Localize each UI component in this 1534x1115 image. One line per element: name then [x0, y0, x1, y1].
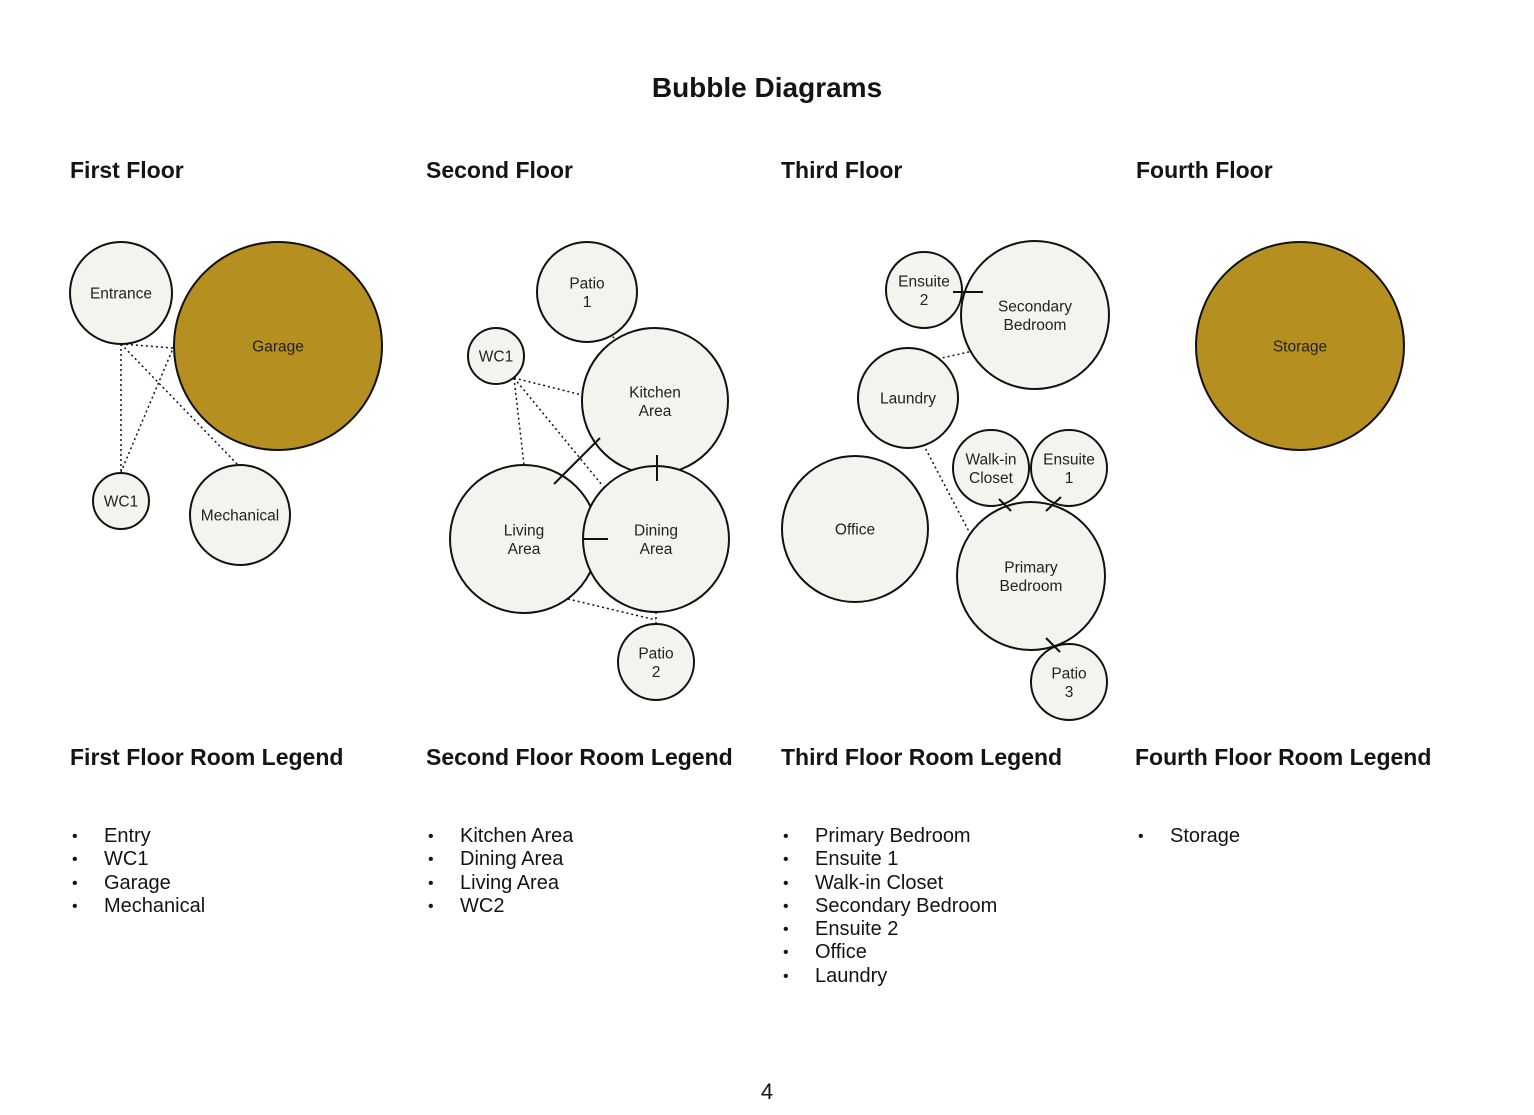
relation-line-dotted — [120, 345, 175, 473]
bubble-ensuite-2 — [885, 251, 963, 329]
bubble-label-wc1: WC1 — [479, 349, 513, 366]
adjacency-tick — [998, 498, 1012, 512]
bubble-label-ensuite-1: 1 — [1065, 470, 1074, 487]
legend-item: Ensuite 2 — [781, 918, 997, 942]
bubble-label-entrance: Entrance — [90, 286, 152, 303]
bubble-label-ensuite-2: 2 — [920, 292, 929, 309]
legend-item: Living Area — [426, 872, 573, 896]
second-floor-heading: Second Floor — [426, 157, 573, 183]
bubble-walk-in-closet — [952, 429, 1030, 507]
bubble-label-office: Office — [835, 522, 875, 539]
third-floor-legend-heading: Third Floor Room Legend — [781, 744, 1063, 770]
first-floor-heading: First Floor — [70, 157, 184, 183]
legend-item: Garage — [70, 872, 205, 896]
legend-item: Mechanical — [70, 895, 205, 919]
fourth-floor-legend: Storage — [1136, 825, 1240, 849]
bubble-storage — [1195, 241, 1405, 451]
bubble-label-laundry: Laundry — [880, 391, 936, 408]
floor-2-bubbles: Patio1WC1KitchenAreaLivingAreaDiningArea… — [449, 241, 730, 701]
bubble-label-living-area: Area — [508, 541, 541, 558]
bubble-label-patio-2: 2 — [652, 664, 661, 681]
bubble-label-secondary-bedroom: Secondary — [998, 298, 1072, 315]
relation-line-dotted — [120, 343, 174, 349]
bubble-label-ensuite-1: Ensuite — [1043, 451, 1095, 468]
bubble-label-patio-3: Patio — [1051, 665, 1086, 682]
legend-item: Primary Bedroom — [781, 825, 997, 849]
bubble-label-patio-1: 1 — [583, 294, 592, 311]
bubble-laundry — [857, 347, 959, 449]
bubble-label-storage: Storage — [1273, 339, 1327, 356]
relation-line-dotted — [513, 377, 583, 396]
relation-line-dotted — [120, 343, 239, 466]
bubble-label-patio-1: Patio — [569, 275, 604, 292]
adjacency-tick — [553, 437, 601, 485]
bubble-label-dining-area: Area — [640, 541, 673, 558]
bubble-secondary-bedroom — [960, 240, 1110, 390]
legend-item: Ensuite 1 — [781, 848, 997, 872]
bubble-label-walk-in-closet: Walk-in — [965, 451, 1016, 468]
bubble-label-kitchen-area: Area — [639, 403, 672, 420]
relation-line-dotted — [513, 377, 525, 466]
bubble-garage — [173, 241, 383, 451]
page-number: 4 — [760, 1079, 774, 1104]
bubble-label-garage: Garage — [252, 339, 304, 356]
relation-line-dotted — [920, 439, 976, 544]
bubble-office — [781, 455, 929, 603]
bubble-label-primary-bedroom: Primary — [1004, 559, 1058, 576]
legend-item: Storage — [1136, 825, 1240, 849]
adjacency-tick — [1045, 496, 1062, 512]
third-floor-legend: Primary Bedroom Ensuite 1 Walk-in Closet… — [781, 825, 997, 988]
bubble-patio-3 — [1030, 643, 1108, 721]
legend-item: Walk-in Closet — [781, 872, 997, 896]
bubble-patio-1 — [536, 241, 638, 343]
page-title: Bubble Diagrams — [651, 72, 883, 103]
bubble-ensuite-1 — [1030, 429, 1108, 507]
legend-item: Office — [781, 941, 997, 965]
bubble-entrance — [69, 241, 173, 345]
legend-item: WC1 — [70, 848, 205, 872]
first-floor-legend: Entry WC1 Garage Mechanical — [70, 825, 205, 918]
floor-4-bubbles: Storage — [1195, 241, 1405, 451]
third-floor-heading: Third Floor — [781, 157, 903, 183]
legend-item: WC2 — [426, 895, 573, 919]
bubble-patio-2 — [617, 623, 695, 701]
bubble-label-primary-bedroom: Bedroom — [1000, 578, 1063, 595]
legend-item: Dining Area — [426, 848, 573, 872]
adjacency-tick — [1045, 637, 1061, 653]
first-floor-legend-heading: First Floor Room Legend — [70, 744, 344, 770]
legend-item: Secondary Bedroom — [781, 895, 997, 919]
legend-item: Laundry — [781, 965, 997, 989]
bubble-primary-bedroom — [956, 501, 1106, 651]
relation-line-dotted — [567, 598, 657, 621]
legend-item: Kitchen Area — [426, 825, 573, 849]
legend-item: Entry — [70, 825, 205, 849]
bubble-label-ensuite-2: Ensuite — [898, 273, 950, 290]
bubble-wc1 — [467, 327, 525, 385]
bubble-label-patio-2: Patio — [638, 645, 673, 662]
bubble-mechanical — [189, 464, 291, 566]
second-floor-legend-heading: Second Floor Room Legend — [426, 744, 733, 770]
fourth-floor-legend-heading: Fourth Floor Room Legend — [1135, 744, 1432, 770]
fourth-floor-heading: Fourth Floor — [1136, 157, 1273, 183]
bubble-label-living-area: Living — [504, 522, 545, 539]
second-floor-legend: Kitchen Area Dining Area Living Area WC2 — [426, 825, 573, 918]
relation-line-dotted — [513, 377, 603, 486]
bubble-label-patio-3: 3 — [1065, 684, 1074, 701]
bubble-label-wc1: WC1 — [104, 494, 138, 511]
bubble-label-dining-area: Dining — [634, 522, 678, 539]
bubble-label-secondary-bedroom: Bedroom — [1004, 317, 1067, 334]
bubble-label-mechanical: Mechanical — [201, 508, 279, 525]
bubble-label-kitchen-area: Kitchen — [629, 384, 681, 401]
adjacency-ticks — [553, 291, 1062, 653]
bubble-label-walk-in-closet: Closet — [969, 470, 1014, 487]
bubble-wc1 — [92, 472, 150, 530]
